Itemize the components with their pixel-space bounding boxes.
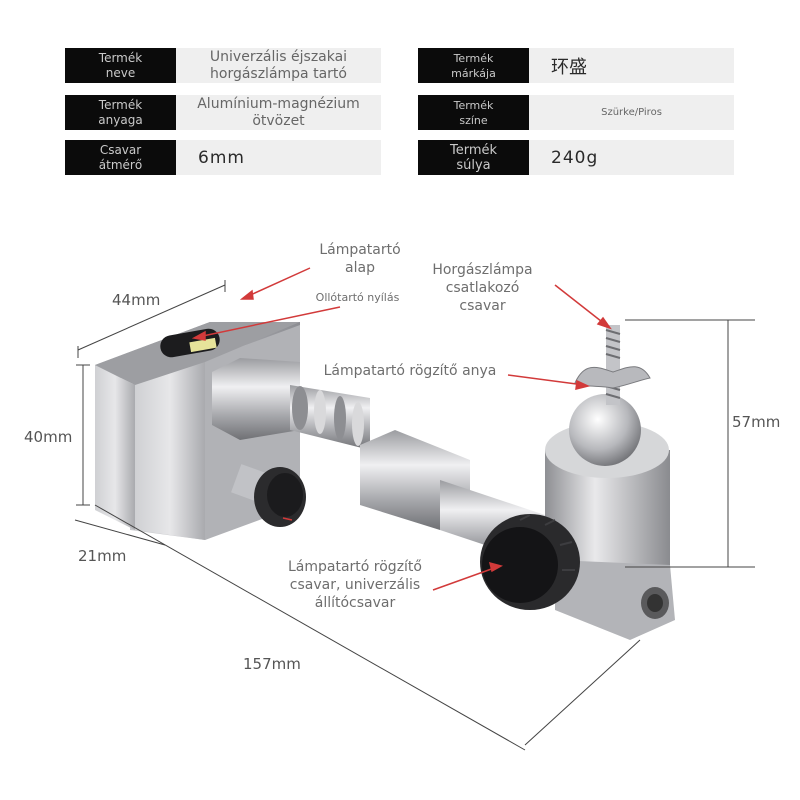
callout-base: Lámpatartó alap — [319, 242, 401, 276]
dim-height: 40mm — [24, 428, 73, 446]
callout-arrows — [191, 267, 612, 591]
wing-nut — [574, 366, 651, 389]
spec-label: Termék színe — [418, 95, 529, 130]
spec-value: Szürke/Piros — [529, 95, 734, 130]
callout-bolt: Lámpatartó rögzítő csavar, univerzális á… — [287, 559, 422, 611]
spec-row-brand: Termék márkája 环盛 — [418, 48, 734, 83]
spec-value: Univerzális éjszakai horgászlámpa tartó — [176, 48, 381, 83]
spec-value: 环盛 — [529, 48, 734, 83]
spec-row-weight: Termék súlya 240g — [418, 140, 734, 175]
callout-nut: Lámpatartó rögzítő anya — [323, 363, 497, 379]
spec-row-color: Termék színe Szürke/Piros — [418, 95, 734, 130]
spec-label: Termék neve — [65, 48, 176, 83]
spec-label: Termék márkája — [418, 48, 529, 83]
hex-joint-left — [212, 358, 300, 440]
spec-row-name: Termék neve Univerzális éjszakai horgász… — [65, 48, 381, 83]
dim-width: 44mm — [112, 291, 161, 309]
dim-length: 157mm — [243, 655, 301, 673]
adjust-knob — [480, 514, 580, 610]
spec-value: 6mm — [176, 140, 381, 175]
spec-label: Csavar átmérő — [65, 140, 176, 175]
spec-row-screw: Csavar átmérő 6mm — [65, 140, 381, 175]
dim-right-height: 57mm — [732, 413, 781, 431]
spec-value: Alumínium-magnézium ötvözet — [176, 95, 381, 130]
spec-value: 240g — [529, 140, 734, 175]
main-rod — [290, 385, 370, 450]
spec-label: Termék súlya — [418, 140, 529, 175]
callout-lamp-screw: Horgászlámpa csatlakozó csavar — [432, 262, 533, 314]
base-knob — [231, 464, 306, 527]
lamp-screw — [605, 325, 621, 405]
spec-row-material: Termék anyaga Alumínium-magnézium ötvöze… — [65, 95, 381, 130]
dimension-lines — [74, 280, 755, 751]
dim-depth: 21mm — [78, 547, 127, 565]
callout-slot: Ollótartó nyílás — [315, 291, 400, 304]
ball-joint — [569, 394, 641, 466]
spec-label: Termék anyaga — [65, 95, 176, 130]
